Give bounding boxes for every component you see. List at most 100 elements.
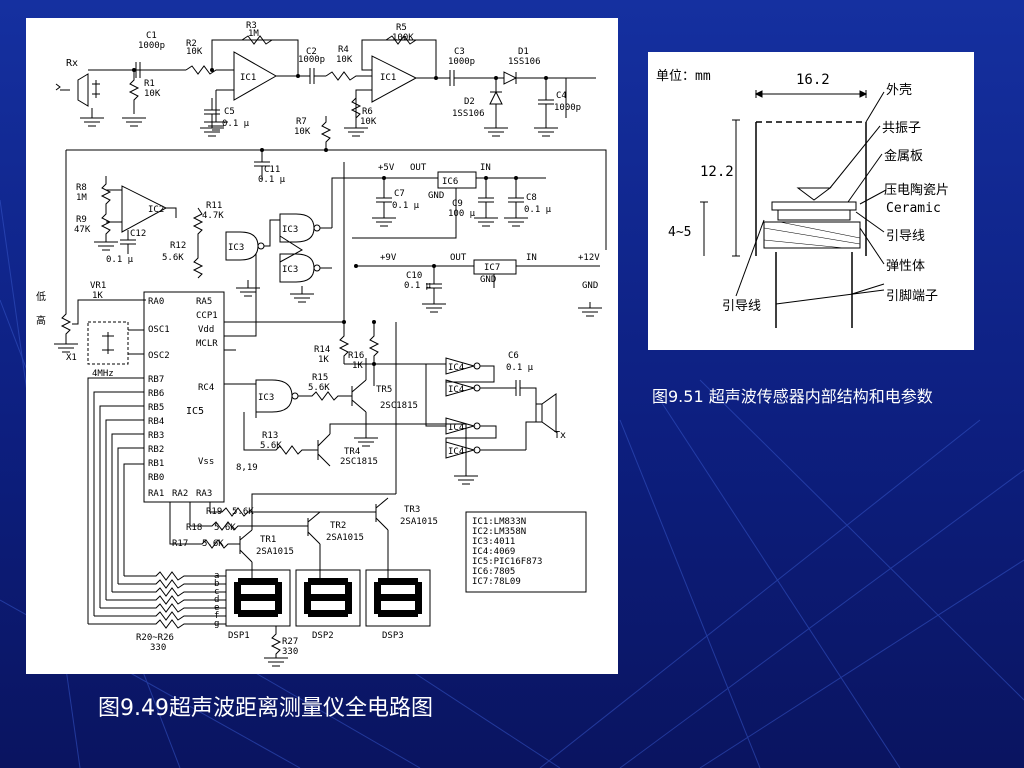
- r16-label: R16: [348, 351, 364, 361]
- r11-label: R11: [206, 201, 222, 211]
- r4-value: 10K: [336, 55, 353, 65]
- ic7-in-label: IN: [526, 253, 537, 263]
- vr1-label: VR1: [90, 281, 106, 291]
- label-low: 低: [36, 290, 46, 303]
- d1-label: D1: [518, 47, 529, 57]
- r9-value: 47K: [74, 225, 91, 235]
- r15-label: R15: [312, 373, 328, 383]
- r5-label: R5: [396, 23, 407, 33]
- rail-9v: +9V: [380, 253, 397, 263]
- segment-letter-d: d: [214, 595, 219, 605]
- c2-label: C2: [306, 47, 317, 57]
- ic-list-item: IC4:4069: [472, 547, 515, 557]
- ic-list-item: IC2:LM358N: [472, 527, 526, 537]
- r11-value: 4.7K: [202, 211, 224, 221]
- ic3c-label: IC3: [282, 265, 298, 275]
- height-dimension: 12.2: [700, 164, 734, 180]
- tr2-value: 2SA1015: [326, 533, 364, 543]
- c2-value: 1000p: [298, 55, 325, 65]
- ic1b-label: IC1: [380, 73, 396, 83]
- dsp3-label: DSP3: [382, 631, 404, 641]
- pin-ra2: RA2: [172, 489, 188, 499]
- pin-ra1: RA1: [148, 489, 164, 499]
- r1-value: 10K: [144, 89, 161, 99]
- rail-12v: +12V: [578, 253, 600, 263]
- c11-label: C11: [264, 165, 280, 175]
- r9-label: R9: [76, 215, 87, 225]
- ic4-d-label: IC4: [448, 447, 464, 457]
- r13-label: R13: [262, 431, 278, 441]
- circuit-caption: 图9.49超声波距离测量仪全电路图: [98, 696, 433, 721]
- ic-list-item: IC6:7805: [472, 567, 515, 577]
- pin-rb1: RB1: [148, 459, 164, 469]
- c10-label: C10: [406, 271, 422, 281]
- ic6-in-label: IN: [480, 163, 491, 173]
- tr3-value: 2SA1015: [400, 517, 438, 527]
- ic5-label: IC5: [186, 406, 204, 417]
- r18-value: 5.6K: [214, 523, 236, 533]
- c5-label: C5: [224, 107, 235, 117]
- pin-rb7: RB7: [148, 375, 164, 385]
- gnd-label: GND: [582, 281, 598, 291]
- label-pin-terminal: 引脚端子: [886, 288, 938, 304]
- lead-length-dimension: 4~5: [668, 225, 691, 240]
- segment-letter-g: g: [214, 619, 219, 629]
- r27-label: R27: [282, 637, 298, 647]
- r4-label: R4: [338, 45, 349, 55]
- ic4-b-label: IC4: [448, 385, 464, 395]
- ic6-label: IC6: [442, 177, 458, 187]
- sensor-diagram: 单位：mm 16.2 12.2 4~5 外壳 共振子 金属板 压电陶瓷片 Cer…: [656, 69, 949, 328]
- r1-label: R1: [144, 79, 155, 89]
- ic3a-label: IC3: [228, 243, 244, 253]
- c6-value: 0.1 μ: [506, 363, 534, 373]
- c7-label: C7: [394, 189, 405, 199]
- rail-5v: +5V: [378, 163, 395, 173]
- r17-value: 5.6K: [202, 539, 224, 549]
- label-piezo: 压电陶瓷片: [884, 182, 949, 198]
- dsp1-label: DSP1: [228, 631, 250, 641]
- r7-value: 10K: [294, 127, 311, 137]
- pin-num-vss: 8,19: [236, 463, 258, 473]
- pin-osc1: OSC1: [148, 325, 170, 335]
- pin-ra5: RA5: [196, 297, 212, 307]
- pin-rc4: RC4: [198, 383, 214, 393]
- label-lead-wire-left: 引导线: [722, 299, 761, 314]
- d2-label: D2: [464, 97, 475, 107]
- pin-ccp1: CCP1: [196, 311, 218, 321]
- ic-list-item: IC7:78L09: [472, 577, 521, 587]
- crystal-value: 4MHz: [92, 369, 114, 379]
- c10-value: 0.1 μ: [404, 281, 432, 291]
- tr2-label: TR2: [330, 521, 346, 531]
- c9-value: 100 μ: [448, 209, 476, 219]
- pin-rb6: RB6: [148, 389, 164, 399]
- ic4-a-label: IC4: [448, 363, 464, 373]
- c8-label: C8: [526, 193, 537, 203]
- pin-rb5: RB5: [148, 403, 164, 413]
- d2-value: 1SS106: [452, 109, 485, 119]
- r12-value: 5.6K: [162, 253, 184, 263]
- ic3d-label: IC3: [258, 393, 274, 403]
- r13-value: 5.6K: [260, 441, 282, 451]
- r19-label: R19: [206, 507, 222, 517]
- dsp2-label: DSP2: [312, 631, 334, 641]
- pin-rb2: RB2: [148, 445, 164, 455]
- r15-value: 5.6K: [308, 383, 330, 393]
- vr1-value: 1K: [92, 291, 103, 301]
- r16-value: 1K: [352, 361, 363, 371]
- c11-value: 0.1 μ: [258, 175, 286, 185]
- c8-value: 0.1 μ: [524, 205, 552, 215]
- ic4-c-label: IC4: [448, 423, 464, 433]
- segment-letter-f: f: [214, 611, 219, 621]
- label-ceramic: Ceramic: [886, 201, 941, 216]
- unit-label: 单位：mm: [656, 69, 711, 84]
- c4-label: C4: [556, 91, 567, 101]
- r19-value: 5.6K: [232, 507, 254, 517]
- ic7-gnd-label: GND: [480, 275, 496, 285]
- sensor-structure-panel: 单位：mm 16.2 12.2 4~5 外壳 共振子 金属板 压电陶瓷片 Cer…: [648, 52, 974, 350]
- pin-rb0: RB0: [148, 473, 164, 483]
- d1-value: 1SS106: [508, 57, 541, 67]
- x1-label: X1: [66, 353, 77, 363]
- pin-rb3: RB3: [148, 431, 164, 441]
- c9-label: C9: [452, 199, 463, 209]
- label-resonator: 共振子: [882, 121, 921, 136]
